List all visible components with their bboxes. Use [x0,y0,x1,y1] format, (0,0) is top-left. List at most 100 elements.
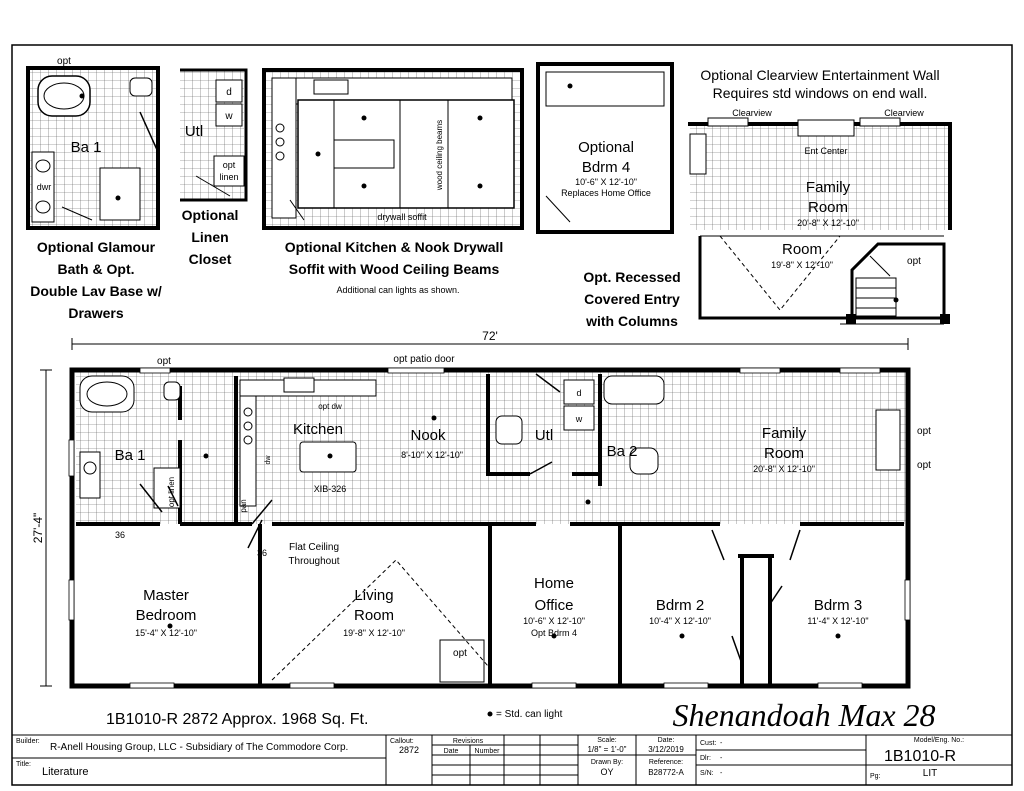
can-light-marker [835,633,841,639]
model-value: 1B1010-R [884,748,956,765]
option-ent-center-label: Ent Center [804,146,847,156]
drawn-by-value: OY [600,767,613,777]
option-linen-closet: d w Utl opt linen Optional Linen Closet [180,68,248,267]
cust-value: - [720,740,723,747]
can-light-marker [585,499,591,505]
option-room-label: Utl [185,123,203,140]
option-caption: Bath & Opt. [58,261,135,277]
builder-label: Builder: [16,738,40,745]
can-light-marker [115,195,121,201]
option-room-size: 19'-8" X 12'-10" [771,260,833,270]
room-label-ba1: Ba 1 [115,447,146,464]
patio-door-label: opt patio door [393,354,455,365]
room-label-nook: Nook [410,427,446,444]
room-note-office: Opt Bdrm 4 [531,628,577,638]
room-size-bdrm2: 10'-4" X 12'-10" [649,616,711,626]
revision-date-label: Date [444,748,459,755]
room-label-office: Office [535,597,574,614]
option-glamour-bath: opt Ba 1 dwr Optional Glamour Bath & Opt… [26,56,162,321]
revisions-label: Revisions [453,738,484,745]
title-block-text: Builder: R-Anell Housing Group, LLC - Su… [16,737,964,780]
option-caption: Opt. Recessed [583,269,680,285]
option-caption: Double Lav Base w/ [30,283,162,299]
opt-label: opt [157,356,171,367]
opt-linen-label: opt linen [167,477,176,507]
callout-value: 2872 [399,745,419,755]
option-bedroom4: Optional Bdrm 4 10'-6" X 12'-10" Replace… [536,62,674,234]
option-caption: with Columns [585,313,678,329]
can-light-marker [167,623,173,629]
can-light-marker [327,453,333,459]
option-note: Additional can lights as shown. [336,285,459,295]
flat-ceiling-note: Flat Ceiling [289,542,339,553]
room-label-bdrm3: Bdrm 3 [814,597,862,614]
sn-value: - [720,770,723,777]
option-clearview-left: Clearview [732,108,772,118]
option-note: Replaces Home Office [561,188,651,198]
can-light-marker [361,115,367,121]
room-label-living: Living [354,587,393,604]
option-caption: Linen [191,229,228,245]
option-beams-label: wood ceiling beams [435,120,444,191]
option-caption: Drawers [68,305,123,321]
option-opt-label: opt [57,56,71,67]
room-label-kitchen: Kitchen [293,421,343,438]
pan-label: pan [239,499,248,512]
title-block [11,734,1013,786]
option-room-label: Optional [578,139,634,156]
option-caption: Requires std windows on end wall. [713,85,928,101]
can-light-marker [567,83,573,89]
can-light-legend-marker [487,711,493,717]
room-size-family: 20'-8" X 12'-10" [753,464,815,474]
can-light-marker [203,453,209,459]
depth-dimension: 27'-4" [31,513,45,544]
option-linen-label: linen [219,172,238,182]
option-room-size: 20'-8" X 12'-10" [797,218,859,228]
title-label: Title: [16,761,31,768]
drawn-by-label: Drawn By: [591,759,623,766]
d-label: d [576,388,581,398]
option-kitchen-soffit: wood ceiling beams drywall soffit Option… [262,68,524,295]
can-light-marker [79,93,85,99]
title-value: Literature [42,766,88,778]
can-light-marker [477,115,483,121]
option-room-label: Bdrm 4 [582,159,630,176]
dlr-label: Dlr: [700,755,711,762]
sn-label: S/N: [700,770,714,777]
option-caption: Covered Entry [584,291,680,307]
room-size-living: 19'-8" X 12'-10" [343,628,405,638]
option-clearview-right: Clearview [884,108,924,118]
option-opt-label: opt [907,256,921,267]
option-d-label: d [226,87,232,98]
dw-label: dw [265,455,272,465]
dimension-36: 36 [115,530,125,540]
room-label-master: Master [143,587,189,604]
opt-entry-label: opt [453,648,467,659]
opt-label: opt [917,460,931,471]
option-room-label: Ba 1 [71,139,102,156]
scale-label: Scale: [597,737,617,744]
option-caption: Optional Clearview Entertainment Wall [700,67,939,83]
main-floor-plan: 72' 27'-4" [31,329,931,689]
can-light-marker [431,415,437,421]
can-light-marker [477,183,483,189]
date-label: Date: [658,737,675,744]
room-label-bdrm2: Bdrm 2 [656,597,704,614]
dimension-36: 36 [257,548,267,558]
option-room-label: Room [782,241,822,258]
option-dwr-label: dwr [37,182,52,192]
option-caption: Optional [182,207,239,223]
island-label: XIB-326 [314,484,347,494]
scale-value: 1/8" = 1'-0" [587,745,626,754]
room-size-bdrm3: 11'-4" X 12'-10" [807,616,868,626]
room-label-master: Bedroom [136,607,197,624]
room-label-living: Room [354,607,394,624]
room-label-office: Home [534,575,574,592]
builder-value: R-Anell Housing Group, LLC - Subsidiary … [50,742,348,753]
opt-dw-label: opt dw [318,402,342,411]
revision-number-label: Number [475,748,501,755]
option-w-label: w [224,111,233,122]
option-room-label: Family [806,179,851,196]
room-size-office: 10'-6" X 12'-10" [523,616,585,626]
